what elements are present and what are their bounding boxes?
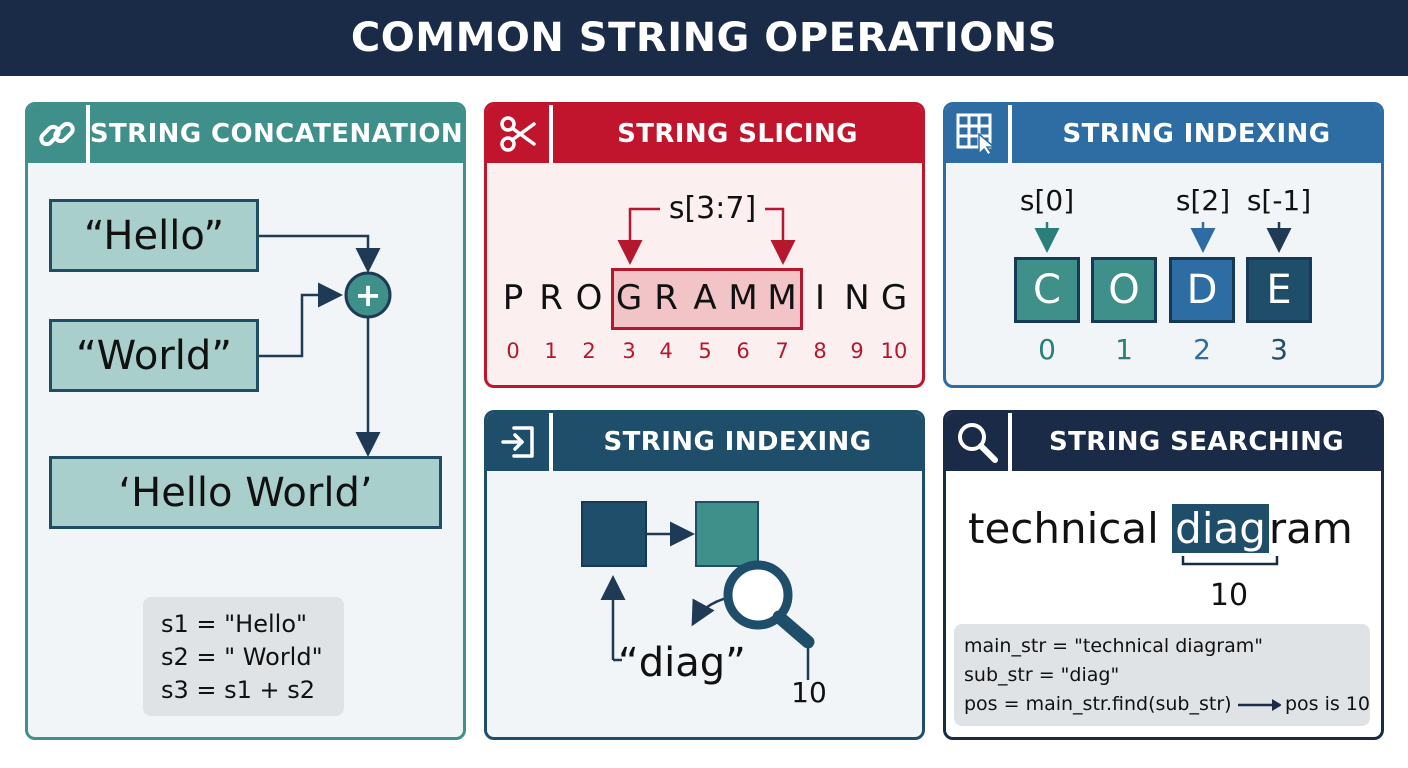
- slice-index: 2: [582, 339, 596, 363]
- magnifier-icon: [946, 413, 1012, 471]
- code-line: sub_str = "diag": [964, 664, 1120, 686]
- diag-index-number: 10: [791, 676, 827, 709]
- code-line: main_str = "technical diagram": [964, 635, 1263, 657]
- tile-e: E: [1246, 257, 1312, 323]
- search-text-before: technical: [968, 503, 1173, 553]
- code-line: pos = main_str.find(sub_str) pos is 10: [964, 690, 1370, 719]
- index-label-s0: s[0]: [1019, 184, 1075, 217]
- slicing-title: STRING SLICING: [617, 119, 858, 149]
- indexing2-panel: STRING INDEXING: [484, 410, 925, 740]
- tile-index-1: 1: [1115, 333, 1133, 366]
- slice-letter: R: [654, 278, 678, 318]
- slice-index: 9: [850, 339, 864, 363]
- indexing-header: STRING INDEXING: [946, 105, 1381, 163]
- slice-index: 10: [880, 339, 908, 363]
- slice-letter: A: [693, 278, 717, 318]
- code-line: s3 = s1 + s2: [161, 676, 316, 704]
- enter-icon: [487, 413, 553, 471]
- slice-label: s[3:7]: [668, 191, 757, 226]
- concatenation-header: STRING CONCATENATION: [28, 105, 463, 163]
- plus-operator: +: [354, 276, 382, 314]
- searching-header: STRING SEARCHING: [946, 413, 1381, 471]
- tile-d: D: [1169, 257, 1235, 323]
- index-label-s-1: s[-1]: [1246, 184, 1312, 217]
- search-text-after: ram: [1268, 503, 1353, 553]
- find-result: pos is 10: [1284, 693, 1370, 715]
- result-arrow-icon: [1237, 698, 1281, 711]
- code-line: s2 = " World": [161, 643, 323, 671]
- code-line: s1 = "Hello": [161, 610, 308, 638]
- index-label-s2: s[2]: [1175, 184, 1231, 217]
- slice-letter: P: [502, 278, 524, 318]
- link-icon: [28, 105, 90, 163]
- tile-index-2: 2: [1193, 333, 1211, 366]
- slice-letter: I: [814, 278, 826, 318]
- grid-cursor-icon: [946, 105, 1012, 163]
- slice-index: 1: [544, 339, 558, 363]
- result-box: ‘Hello World’: [49, 456, 442, 529]
- concatenation-code: s1 = "Hello" s2 = " World" s3 = s1 + s2: [143, 597, 344, 716]
- slice-index: 5: [698, 339, 712, 363]
- slice-letter: N: [844, 278, 870, 318]
- tile-index-3: 3: [1270, 333, 1288, 366]
- scissors-icon: [487, 105, 553, 163]
- slice-index: 8: [813, 339, 827, 363]
- tile-index-0: 0: [1038, 333, 1056, 366]
- slice-letter: R: [539, 278, 563, 318]
- tile-c: C: [1014, 257, 1080, 323]
- searching-title: STRING SEARCHING: [1049, 427, 1344, 457]
- indexing2-header: STRING INDEXING: [487, 413, 922, 471]
- indexing-panel: STRING INDEXING: [943, 102, 1384, 388]
- world-box: “World”: [49, 319, 259, 392]
- search-highlight: diag: [1172, 503, 1269, 553]
- diag-word: “diag”: [618, 640, 746, 686]
- slice-index: 7: [775, 339, 789, 363]
- slice-letter: O: [575, 278, 603, 318]
- searching-code: main_str = "technical diagram" sub_str =…: [954, 624, 1370, 726]
- search-position: 10: [1209, 578, 1249, 613]
- page-title: COMMON STRING OPERATIONS: [0, 0, 1408, 76]
- slice-index: 3: [622, 339, 636, 363]
- slicing-panel: STRING SLICING: [484, 102, 925, 388]
- slice-letter: G: [615, 278, 643, 318]
- slice-highlight: [611, 268, 803, 330]
- slice-letter: M: [767, 278, 797, 318]
- hello-box: “Hello”: [49, 199, 259, 272]
- slice-index: 4: [659, 339, 673, 363]
- tile-o: O: [1091, 257, 1157, 323]
- slice-index: 6: [736, 339, 750, 363]
- slicing-header: STRING SLICING: [487, 105, 922, 163]
- slice-letter: G: [880, 278, 908, 318]
- slice-index: 0: [506, 339, 520, 363]
- concatenation-title: STRING CONCATENATION: [89, 119, 463, 149]
- slice-letter: M: [728, 278, 758, 318]
- indexing-title: STRING INDEXING: [1062, 119, 1331, 149]
- find-call: pos = main_str.find(sub_str): [964, 693, 1232, 715]
- indexing2-title: STRING INDEXING: [603, 427, 872, 457]
